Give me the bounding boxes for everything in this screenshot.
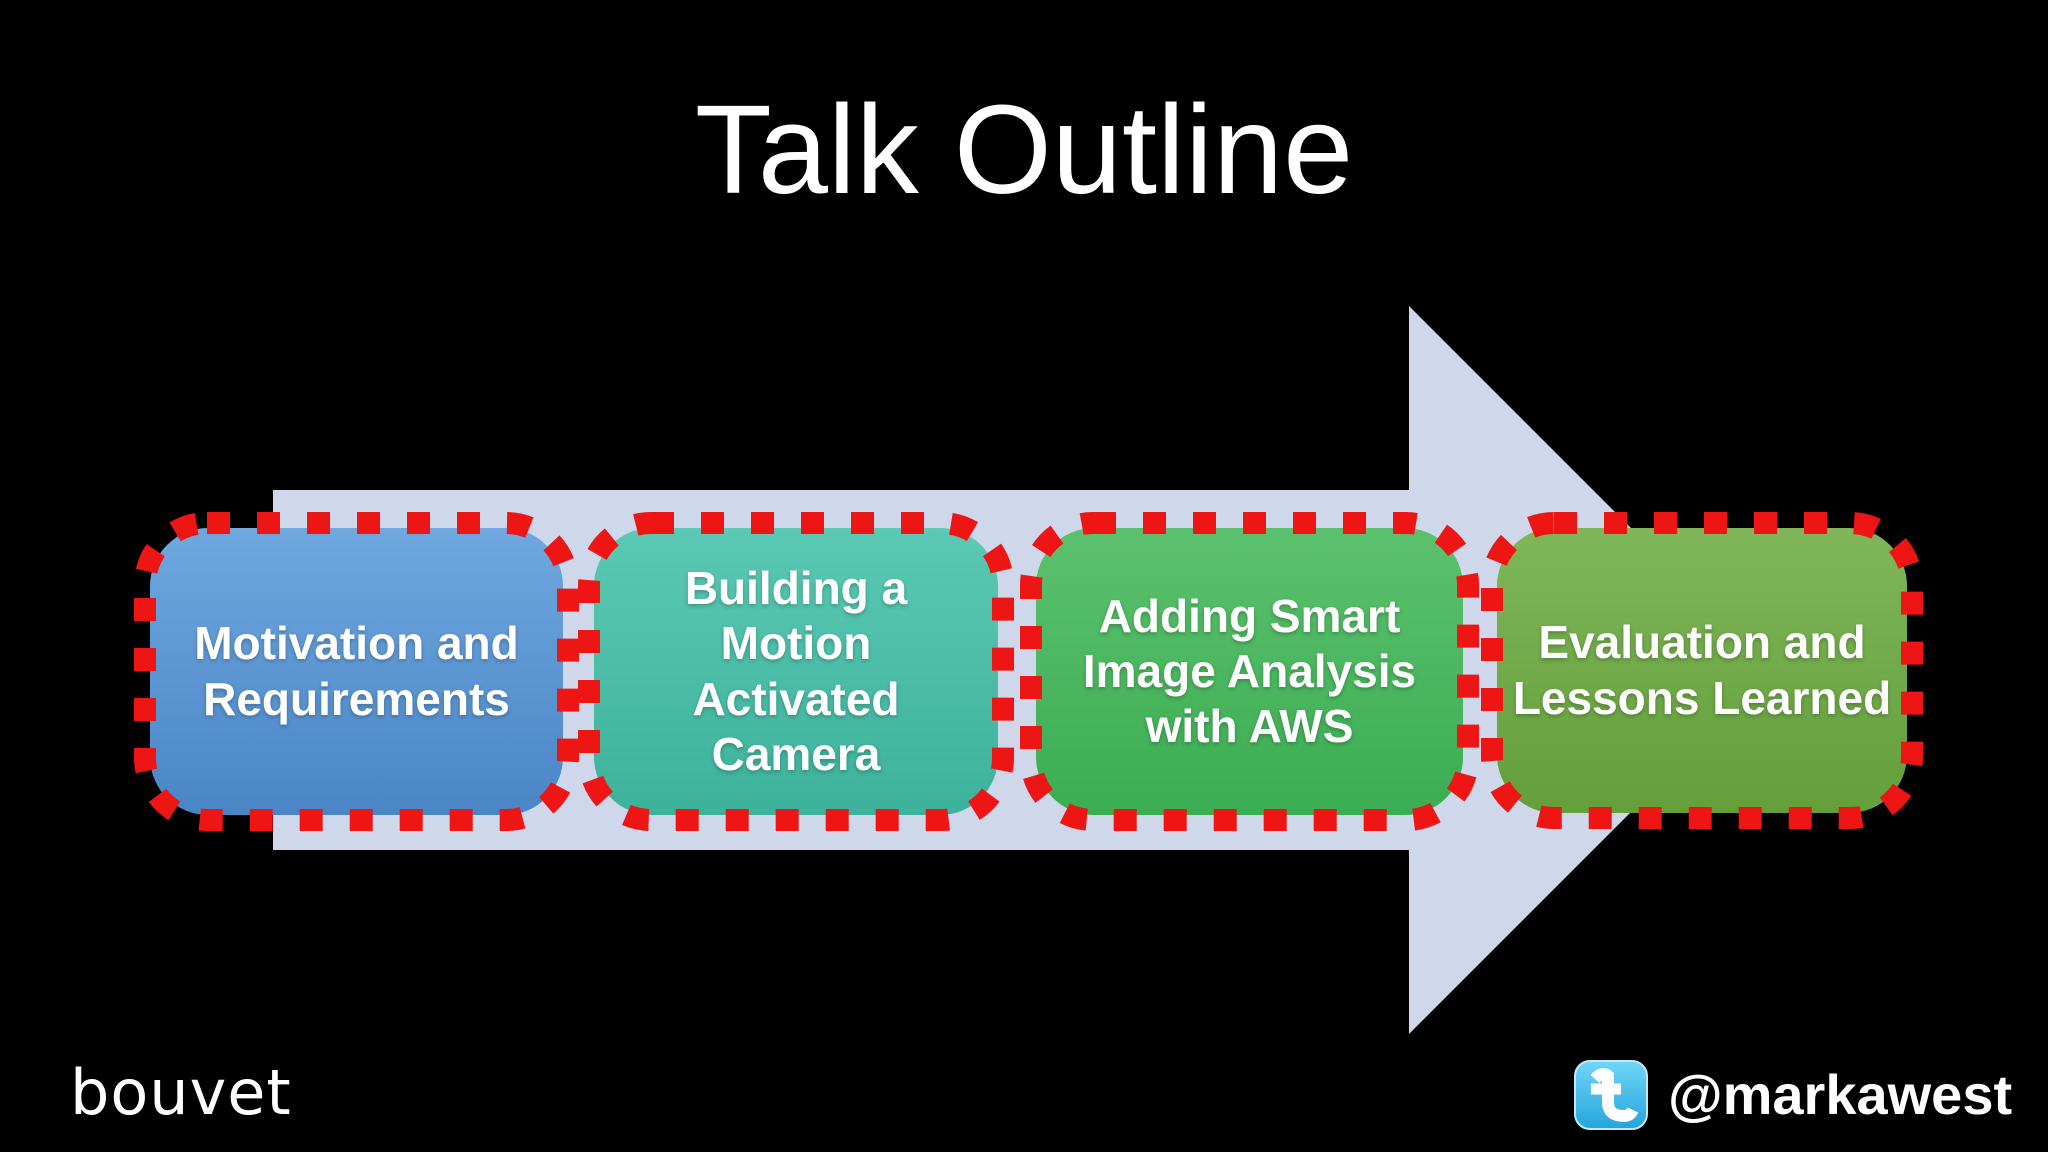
step-box-3: [1036, 528, 1463, 815]
step-box-2-dashed-border: [578, 512, 1014, 831]
twitter-bird-glyph: [1590, 1068, 1639, 1123]
step-box-4-dashed-border: [1481, 512, 1923, 829]
step-box-1: [150, 528, 563, 815]
twitter-handle: @markawest: [1668, 1063, 2013, 1126]
step-box-3-dashed-border: [1020, 512, 1479, 831]
bouvet-logo: bouvet: [70, 1056, 292, 1129]
page-title: Talk Outline: [694, 79, 1354, 220]
step-box-4: [1497, 528, 1907, 813]
twitter-icon: [1574, 1060, 1648, 1130]
step-label-aws: Adding Smart Image Analysis with AWS: [1082, 589, 1417, 753]
step-box-2: [594, 528, 998, 815]
step-label-camera: Building a Motion Activated Camera: [684, 562, 908, 780]
arrow-shape: [273, 306, 1773, 1034]
step-label-evaluation: Evaluation and Lessons Learned: [1512, 616, 1892, 724]
step-box-1-dashed-border: [134, 512, 579, 831]
step-label-motivation: Motivation and Requirements: [194, 617, 519, 725]
